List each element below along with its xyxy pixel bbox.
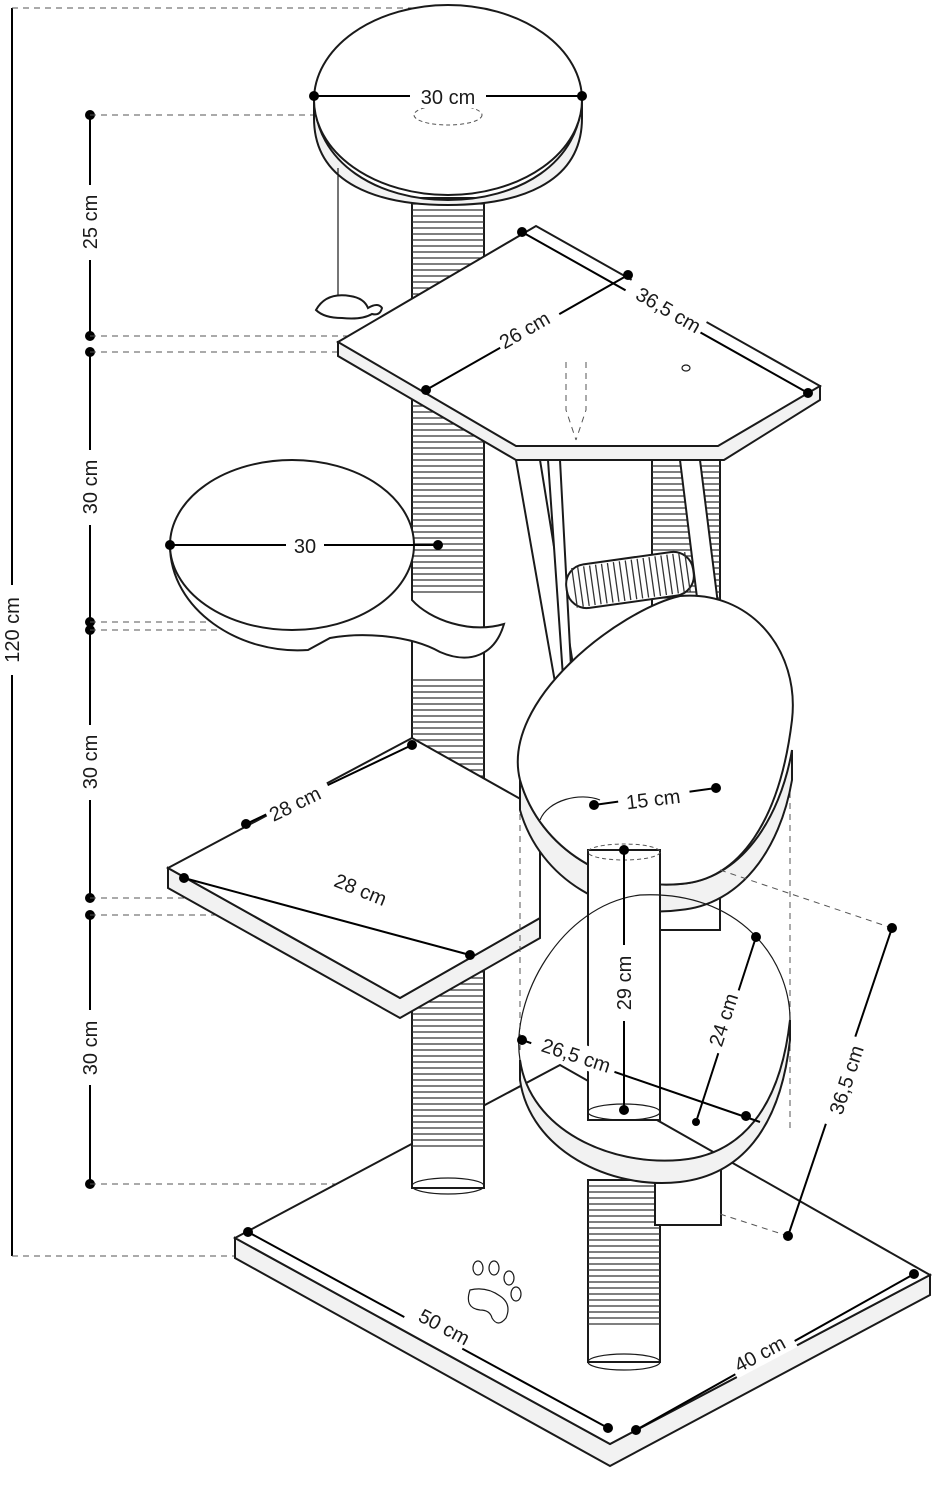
paw-print-icon	[467, 1260, 522, 1324]
total-height-label: 120 cm	[2, 597, 24, 663]
height-segment-3-label: 30 cm	[80, 735, 102, 789]
top-round-platform: 30 cm	[309, 4, 587, 320]
ladder-rung-upper	[565, 550, 695, 610]
front-sisal-post	[587, 1179, 661, 1371]
tube-height-label: 29 cm	[614, 956, 636, 1010]
top-platform-diameter-label: 30 cm	[421, 87, 475, 109]
height-dimensions: 120 cm 25 cm 30 cm 30 cm 30 cm	[0, 7, 420, 1257]
toy-mouse-icon	[314, 294, 384, 320]
height-segment-2-label: 30 cm	[80, 460, 102, 514]
base-board: 50 cm 40 cm	[232, 1063, 933, 1468]
right-side-height-label: 36,5 cm	[826, 1043, 869, 1117]
left-square-platform: 28 cm 28 cm	[165, 736, 541, 1020]
height-segment-1-label: 25 cm	[80, 195, 102, 249]
upper-platform: 26 cm 36,5 cm	[336, 224, 823, 461]
basket: 30	[165, 459, 506, 659]
height-segment-4-label: 30 cm	[80, 1021, 102, 1075]
basket-diameter-label: 30	[294, 536, 316, 558]
